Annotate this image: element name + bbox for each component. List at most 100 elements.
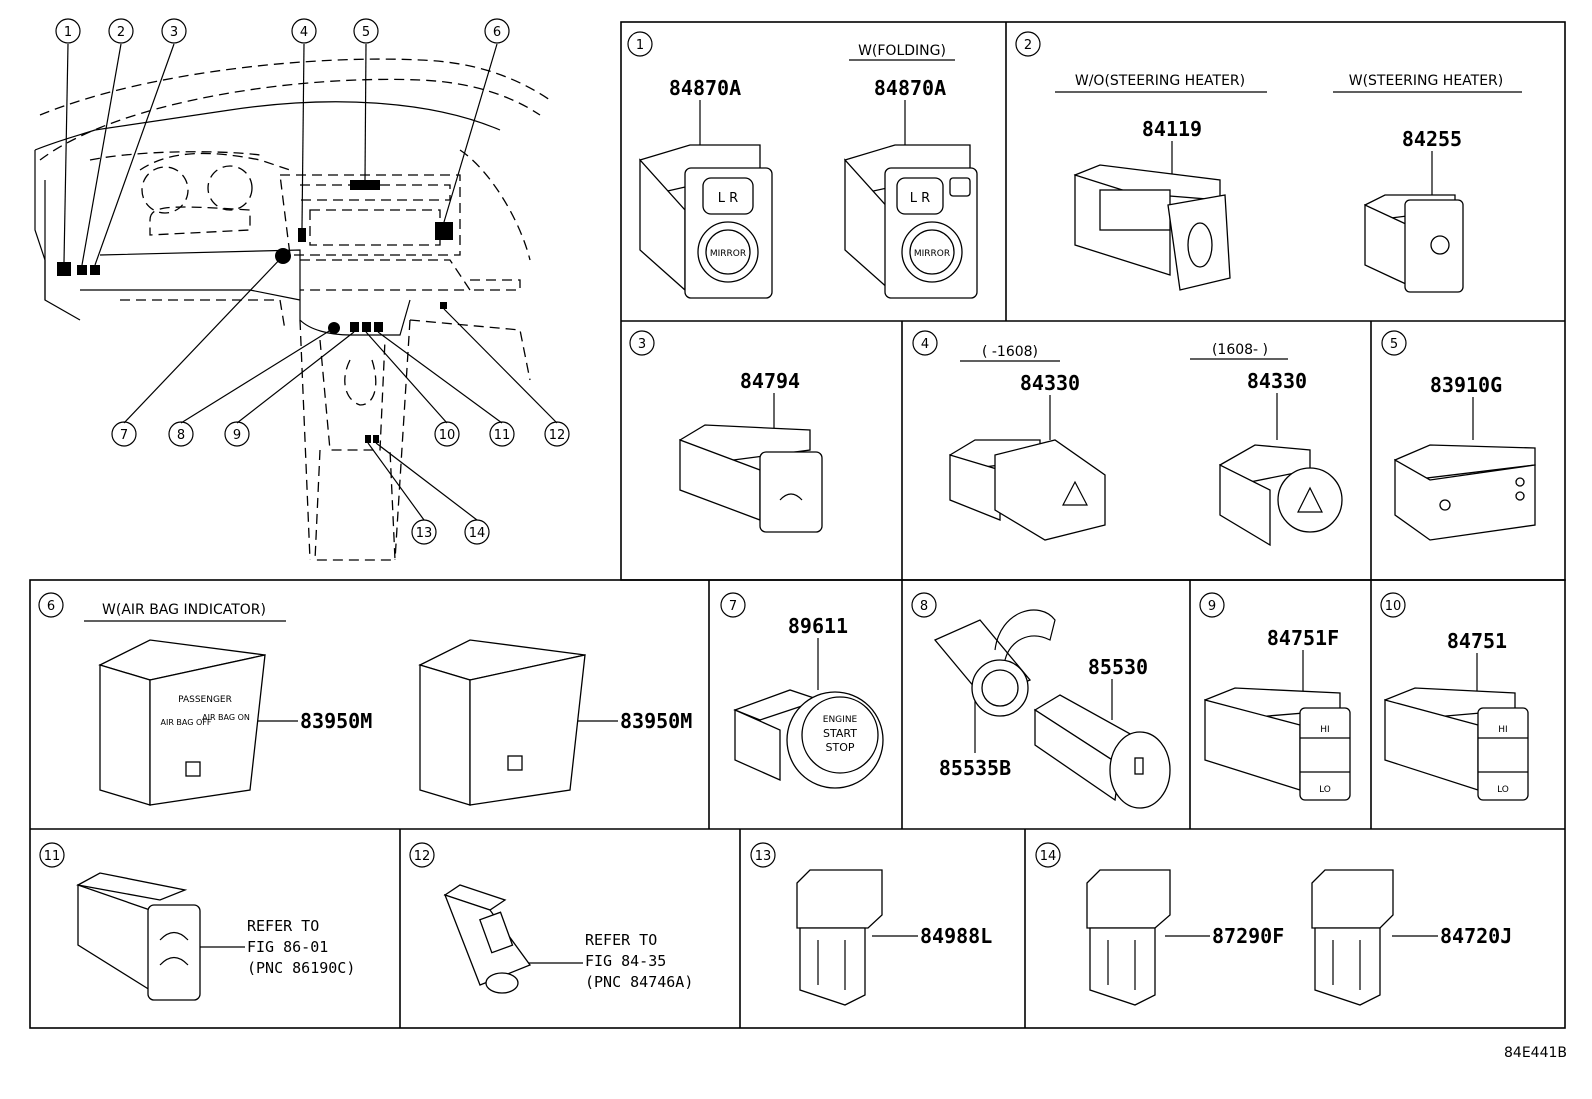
- svg-text:13: 13: [416, 526, 433, 541]
- callout-6: 6: [484, 18, 510, 44]
- panel-index: 4: [921, 337, 929, 352]
- panel-9: 9 84751F HI LO: [1199, 592, 1351, 801]
- panel-index: 1: [636, 38, 644, 53]
- callout-9: 9: [224, 421, 250, 447]
- svg-text:MIRROR: MIRROR: [710, 249, 746, 259]
- panel-index: 8: [920, 599, 928, 614]
- part-number: 84870A: [874, 76, 946, 100]
- dashboard-overview: [34, 43, 558, 561]
- part-number: 83950M: [300, 709, 372, 733]
- part-number: 85535B: [939, 756, 1011, 780]
- figure-code: 84E441B: [1504, 1045, 1567, 1061]
- panel-6: 6 W(AIR BAG INDICATOR) 83950M 83950M PAS…: [38, 592, 692, 806]
- refer-line: REFER TO: [247, 917, 319, 935]
- mode-switch-icon: [1393, 444, 1536, 541]
- trunk-opener-switch-icon: [76, 872, 201, 1001]
- panel-index: 5: [1390, 337, 1398, 352]
- seat-heater-switch-icon: HI LO: [1203, 687, 1351, 801]
- mirror-switch-icon: L R MIRROR: [639, 144, 773, 299]
- hazard-round-switch-icon: [1219, 444, 1343, 547]
- part-number: 84794: [740, 369, 800, 393]
- svg-text:L R: L R: [718, 191, 738, 206]
- callout-1: 1: [55, 18, 81, 44]
- svg-text:10: 10: [439, 428, 456, 443]
- panel-index: 12: [414, 849, 431, 864]
- svg-text:ENGINE: ENGINE: [823, 715, 858, 725]
- svg-text:1: 1: [64, 25, 72, 40]
- panel-index: 3: [638, 337, 646, 352]
- part-number: 84255: [1402, 127, 1462, 151]
- panel-index: 9: [1208, 599, 1216, 614]
- callout-11: 11: [489, 421, 515, 447]
- panel-13: 13 84988L: [750, 842, 992, 1006]
- defogger-switch-icon: [679, 424, 823, 533]
- panel-7: 7 89611 ENGINE START STOP: [720, 592, 884, 789]
- part-number: 83910G: [1430, 373, 1502, 397]
- panel-index: 2: [1024, 38, 1032, 53]
- part-number: 85530: [1088, 655, 1148, 679]
- svg-text:AIR BAG ON: AIR BAG ON: [202, 713, 250, 722]
- callout-3: 3: [161, 18, 187, 44]
- svg-text:12: 12: [549, 428, 566, 443]
- callout-5: 5: [353, 18, 379, 44]
- callout-10: 10: [434, 421, 460, 447]
- steering-heater-switch-icon: [1364, 194, 1464, 293]
- callout-14: 14: [464, 519, 490, 545]
- svg-text:L R: L R: [910, 191, 930, 206]
- blank-switch-icon: [796, 869, 883, 1006]
- part-number: 84870A: [669, 76, 741, 100]
- svg-text:4: 4: [300, 25, 308, 40]
- svg-text:MIRROR: MIRROR: [914, 249, 950, 259]
- part-number: 84330: [1020, 371, 1080, 395]
- svg-text:3: 3: [170, 25, 178, 40]
- panel-grid: [29, 21, 1566, 1029]
- panel-index: 6: [47, 599, 55, 614]
- panel-4: 4 ( -1608) (1608- ) 84330 84330: [912, 330, 1343, 547]
- svg-text:9: 9: [233, 428, 241, 443]
- svg-text:PASSENGER: PASSENGER: [178, 695, 232, 705]
- svg-text:START: START: [823, 727, 857, 740]
- panel-index: 13: [755, 849, 772, 864]
- svg-text:LO: LO: [1497, 785, 1509, 795]
- svg-text:HI: HI: [1320, 725, 1329, 735]
- condition-label: W(STEERING HEATER): [1349, 73, 1504, 89]
- condition-label: W(AIR BAG INDICATOR): [102, 602, 266, 618]
- blank-switch-icon: [1086, 869, 1171, 1006]
- cigarette-lighter-icon: [1033, 694, 1171, 809]
- panel-1: 1 W(FOLDING) 84870A 84870A L R MIRROR L …: [627, 31, 978, 299]
- svg-text:LO: LO: [1319, 785, 1331, 795]
- part-number: 84720J: [1440, 924, 1512, 948]
- condition-label: W(FOLDING): [858, 43, 946, 59]
- seat-heater-switch-icon: HI LO: [1383, 687, 1529, 801]
- svg-text:6: 6: [493, 25, 501, 40]
- svg-text:STOP: STOP: [826, 741, 855, 754]
- engine-start-button-icon: ENGINE START STOP: [733, 689, 884, 789]
- refer-line: FIG 86-01: [247, 938, 328, 956]
- panel-index: 14: [1040, 849, 1057, 864]
- mirror-switch-folding-icon: L R MIRROR: [844, 144, 978, 299]
- callout-7: 7: [111, 421, 137, 447]
- part-number: 87290F: [1212, 924, 1284, 948]
- callout-13: 13: [411, 519, 437, 545]
- callout-12: 12: [544, 421, 570, 447]
- refer-line: REFER TO: [585, 931, 657, 949]
- svg-text:HI: HI: [1498, 725, 1507, 735]
- panel-10: 10 84751 HI LO: [1380, 592, 1529, 801]
- panel-3: 3 84794: [629, 330, 823, 533]
- refer-line: (PNC 84746A): [585, 973, 693, 991]
- airbag-indicator-with-text-icon: PASSENGER AIR BAG OFF AIR BAG ON: [98, 639, 266, 806]
- callout-8: 8: [168, 421, 194, 447]
- hazard-switch-icon: [949, 439, 1106, 541]
- panel-index: 11: [44, 849, 61, 864]
- refer-line: FIG 84-35: [585, 952, 666, 970]
- steering-heater-dial-icon: [1073, 164, 1231, 291]
- trunk-opener-small-switch-icon: [443, 884, 532, 994]
- panel-index: 7: [729, 599, 737, 614]
- callout-4: 4: [291, 18, 317, 44]
- blank-switch-icon: [1311, 869, 1394, 1006]
- svg-text:14: 14: [469, 526, 486, 541]
- condition-label: W/O(STEERING HEATER): [1075, 73, 1245, 89]
- svg-text:5: 5: [362, 25, 370, 40]
- overview-callouts: 1 2 3 4 5 6 7 8 9 10 11 12 13 14: [55, 18, 570, 545]
